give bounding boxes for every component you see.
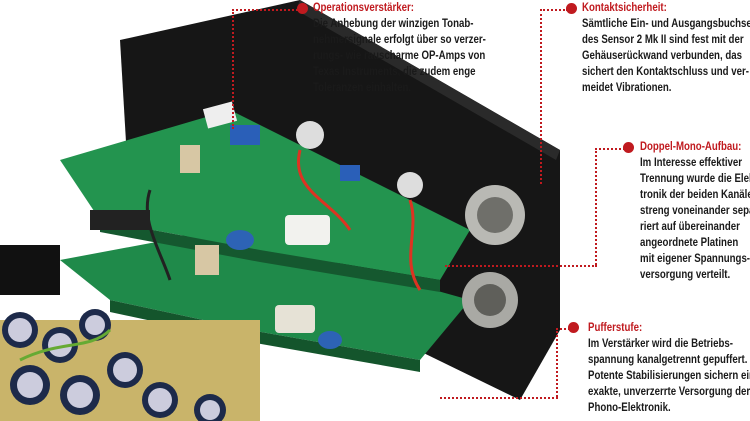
callout-dot-puffer	[568, 322, 579, 333]
callout-title: Operationsverstärker:	[313, 2, 414, 14]
callout-dot-kontakt	[566, 3, 577, 14]
leader-kontakt-vertical	[540, 9, 542, 184]
wiring	[19, 149, 422, 362]
callout-kontaktsicherheit: Kontaktsicherheit: Sämtliche Ein- und Aus…	[582, 0, 750, 96]
leader-puffer-vertical	[556, 328, 558, 397]
leader-doppelmono-bottom	[445, 265, 597, 267]
callout-pufferstufe: Pufferstufe: Im Verstärker wird die Betri…	[588, 320, 750, 416]
pcb-upper	[60, 110, 470, 292]
components	[180, 101, 360, 349]
callout-doppel-mono-aufbau: Doppel-Mono-Aufbau: Im Interesse effektiv…	[640, 139, 750, 283]
xlr-connectors	[296, 121, 525, 328]
callout-text: Die Anhebung der winzigen Tonab- nehmers…	[313, 18, 486, 94]
callout-text: Sämtliche Ein- und Ausgangsbuchsen des S…	[582, 18, 750, 94]
callout-title: Doppel-Mono-Aufbau:	[640, 141, 742, 153]
leader-opamp-vertical	[232, 9, 234, 129]
callout-dot-opamp	[297, 3, 308, 14]
leader-doppelmono	[595, 148, 625, 150]
callout-title: Kontaktsicherheit:	[582, 2, 667, 14]
callout-title: Pufferstufe:	[588, 322, 643, 334]
leader-doppelmono-vertical	[595, 148, 597, 265]
callout-dot-doppelmono	[623, 142, 634, 153]
power-supply-capacitors	[0, 210, 260, 421]
leader-puffer-bottom	[440, 397, 558, 399]
leader-puffer	[556, 328, 570, 330]
callout-text: Im Verstärker wird die Betriebs- spannun…	[588, 338, 750, 414]
callout-operationsverstaerker: Operationsverstärker: Die Anhebung der wi…	[313, 0, 486, 96]
callout-text: Im Interesse effektiver Trennung wurde d…	[640, 157, 750, 281]
leader-opamp	[232, 9, 298, 11]
leader-kontakt	[540, 9, 568, 11]
